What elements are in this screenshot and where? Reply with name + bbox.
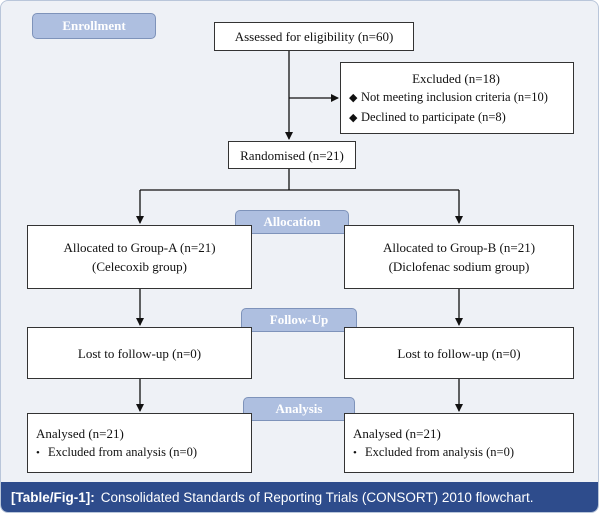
excluded-item-label: Declined to participate (n=8)	[361, 110, 506, 124]
group-b-drug-label: (Diclofenac sodium group)	[388, 259, 530, 274]
group-a-allocated-label: Allocated to Group-A (n=21)	[63, 240, 216, 255]
stage-enrollment: Enrollment	[32, 13, 156, 39]
group-b-followup-box: Lost to follow-up (n=0)	[344, 327, 574, 379]
stage-followup: Follow-Up	[241, 308, 357, 332]
group-b-allocation-box: Allocated to Group-B (n=21) (Diclofenac …	[344, 225, 574, 289]
excluded-item-label: Not meeting inclusion criteria (n=10)	[361, 90, 548, 104]
excluded-item: ◆Not meeting inclusion criteria (n=10)	[349, 88, 573, 108]
caption-text: Consolidated Standards of Reporting Tria…	[100, 489, 534, 505]
group-a-analysis-item: • Excluded from analysis (n=0)	[36, 443, 243, 463]
randomised-label: Randomised (n=21)	[240, 147, 344, 163]
diamond-bullet-icon: ◆	[349, 112, 358, 124]
figure-caption: [Table/Fig-1]: Consolidated Standards of…	[1, 482, 598, 512]
group-b-analysis-item: • Excluded from analysis (n=0)	[353, 443, 565, 463]
bullet-icon: •	[353, 447, 357, 459]
excluded-title: Excluded (n=18)	[412, 71, 500, 86]
group-b-analysis-box: Analysed (n=21) • Excluded from analysis …	[344, 413, 574, 473]
group-b-analysed-label: Analysed (n=21)	[353, 426, 441, 441]
stage-allocation: Allocation	[235, 210, 349, 234]
group-b-excluded-label: Excluded from analysis (n=0)	[365, 445, 515, 459]
group-a-drug-label: (Celecoxib group)	[92, 259, 187, 274]
diamond-bullet-icon: ◆	[349, 92, 358, 104]
caption-tag: [Table/Fig-1]:	[11, 489, 95, 505]
randomised-box: Randomised (n=21)	[228, 141, 356, 169]
group-a-analysed-label: Analysed (n=21)	[36, 426, 124, 441]
assessed-box: Assessed for eligibility (n=60)	[214, 22, 414, 51]
group-a-excluded-label: Excluded from analysis (n=0)	[48, 445, 198, 459]
group-a-followup-label: Lost to follow-up (n=0)	[77, 345, 202, 361]
bullet-icon: •	[36, 447, 40, 459]
group-a-allocation-box: Allocated to Group-A (n=21) (Celecoxib g…	[27, 225, 252, 289]
excluded-box: Excluded (n=18) ◆Not meeting inclusion c…	[340, 62, 574, 134]
group-b-followup-label: Lost to follow-up (n=0)	[397, 345, 521, 361]
assessed-label: Assessed for eligibility (n=60)	[234, 29, 394, 44]
excluded-item: ◆Declined to participate (n=8)	[349, 108, 573, 128]
group-a-analysis-box: Analysed (n=21) • Excluded from analysis …	[27, 413, 252, 473]
group-a-followup-box: Lost to follow-up (n=0)	[27, 327, 252, 379]
stage-analysis: Analysis	[243, 397, 355, 421]
group-b-allocated-label: Allocated to Group-B (n=21)	[382, 240, 536, 255]
